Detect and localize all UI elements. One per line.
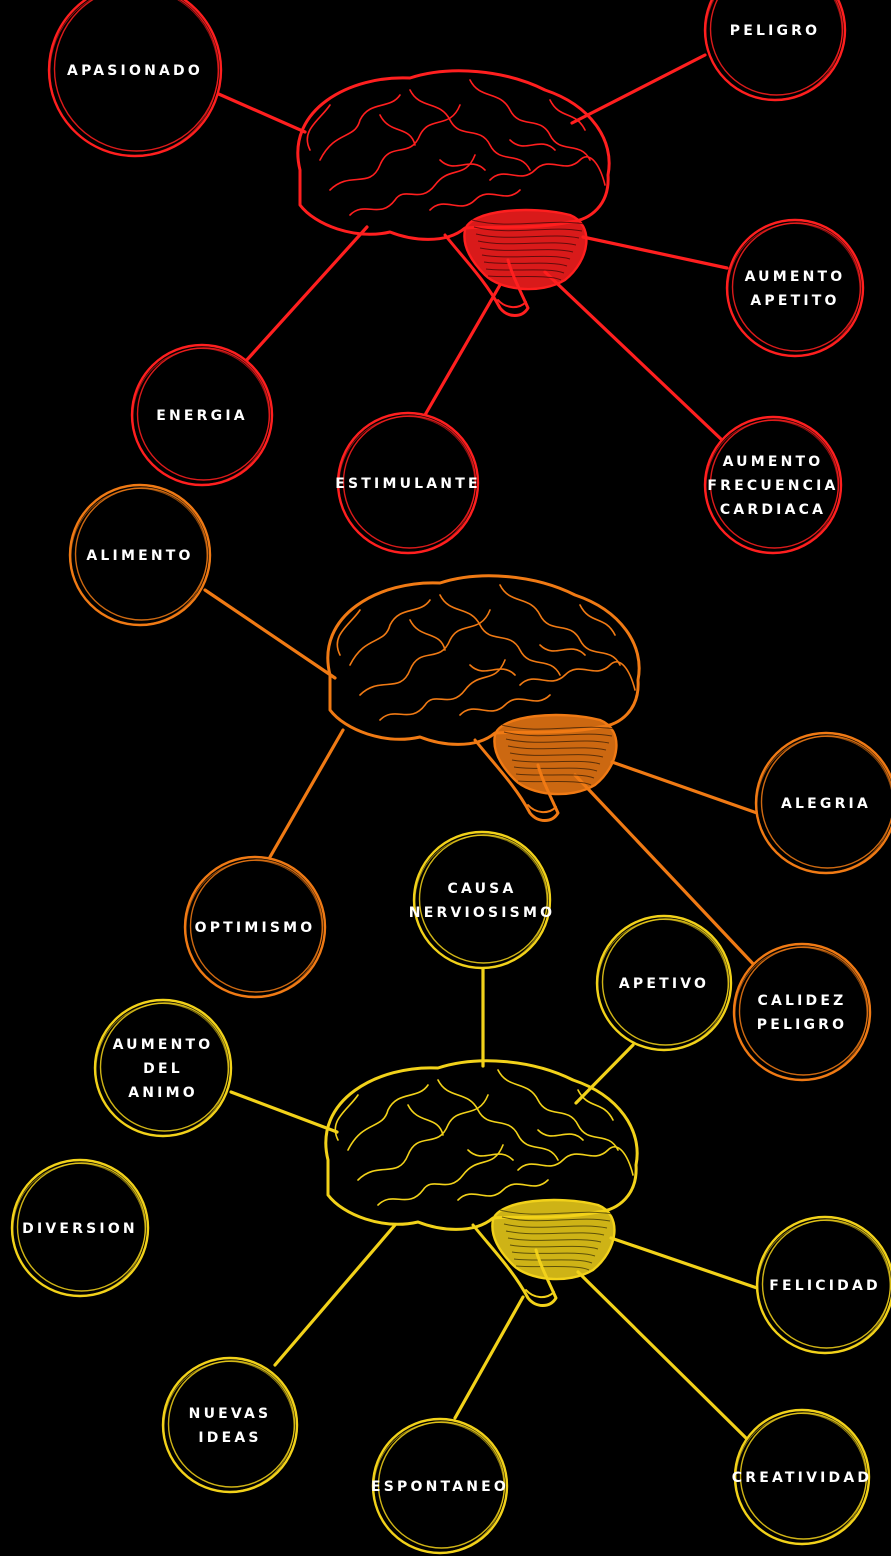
node-label: NUEVAS: [189, 1406, 272, 1422]
concept-node: AUMENTO FRECUENCIA CARDIACA: [703, 415, 843, 555]
connector-line: [273, 1223, 397, 1367]
connector-line: [423, 283, 502, 417]
node-label: ESPONTANEO: [371, 1479, 509, 1495]
brain-icon: [326, 574, 641, 822]
concept-node: APETIVO: [595, 914, 733, 1052]
cluster-red: APASIONADO PELIGRO AUMENTO APETITO ENERGIA ES…: [47, 0, 865, 555]
concept-node: CALIDEZ PELIGRO: [732, 942, 872, 1082]
concept-node: FELICIDAD: [755, 1215, 891, 1355]
node-label: ENERGIA: [156, 408, 248, 424]
node-label: CAUSA: [448, 881, 517, 897]
node-label: AUMENTO: [723, 454, 824, 470]
connector-line: [203, 588, 337, 680]
concept-node: OPTIMISMO: [183, 855, 327, 999]
node-label: FRECUENCIA: [707, 478, 838, 494]
concept-node: AUMENTO APETITO: [725, 218, 865, 358]
connector-line: [243, 225, 369, 364]
connector-line: [203, 86, 307, 134]
connector-line: [609, 1236, 759, 1290]
connector-line: [543, 270, 724, 442]
concept-node: AUMENTO DEL ANIMO: [93, 998, 233, 1138]
node-label: PELIGRO: [730, 23, 821, 39]
connector-line: [576, 1270, 748, 1440]
cluster-orange: ALIMENTO ALEGRIA OPTIMISMO CALIDEZ PELIGRO: [68, 483, 891, 1082]
node-label: APASIONADO: [67, 63, 203, 79]
node-label: ANIMO: [128, 1085, 198, 1101]
connector-line: [610, 760, 759, 815]
brain-icon: [296, 69, 611, 317]
connector-line: [453, 1295, 525, 1420]
node-label: DIVERSION: [22, 1221, 138, 1237]
concept-node: ALIMENTO: [68, 483, 212, 627]
node-label: OPTIMISMO: [195, 920, 316, 936]
node-label: DEL: [143, 1061, 183, 1077]
concept-node: CAUSA NERVIOSISMO: [409, 830, 555, 970]
connector-line: [570, 53, 707, 125]
connector-line: [268, 728, 345, 859]
brain-icon: [324, 1059, 639, 1307]
concept-node: DIVERSION: [10, 1158, 150, 1298]
connector-line: [573, 773, 759, 970]
node-label: CARDIACA: [720, 502, 826, 518]
node-label: ALEGRIA: [781, 796, 871, 812]
concept-node: ENERGIA: [130, 343, 274, 487]
node-label: APETITO: [750, 293, 839, 309]
node-label: AUMENTO: [113, 1037, 214, 1053]
connector-line: [574, 1043, 635, 1105]
connector-line: [229, 1090, 339, 1134]
node-label: APETIVO: [619, 976, 709, 992]
node-label: NERVIOSISMO: [409, 905, 555, 921]
node-label: PELIGRO: [757, 1017, 848, 1033]
node-label: IDEAS: [198, 1430, 261, 1446]
concept-node: NUEVAS IDEAS: [161, 1356, 299, 1494]
cluster-yellow: CAUSA NERVIOSISMO APETIVO AUMENTO DEL ANIMO DI…: [10, 830, 891, 1555]
concept-node: APASIONADO: [47, 0, 223, 158]
concept-node: CREATIVIDAD: [732, 1408, 872, 1546]
concept-node: PELIGRO: [703, 0, 847, 102]
connector-line: [581, 235, 729, 270]
node-label: ALIMENTO: [86, 548, 193, 564]
concept-node: ALEGRIA: [754, 731, 891, 875]
concept-node: ESTIMULANTE: [335, 411, 481, 555]
node-label: CALIDEZ: [758, 993, 847, 1009]
node-label: FELICIDAD: [769, 1278, 881, 1294]
node-label: CREATIVIDAD: [732, 1470, 872, 1486]
node-label: ESTIMULANTE: [335, 476, 481, 492]
concept-node: ESPONTANEO: [371, 1417, 509, 1555]
node-label: AUMENTO: [745, 269, 846, 285]
